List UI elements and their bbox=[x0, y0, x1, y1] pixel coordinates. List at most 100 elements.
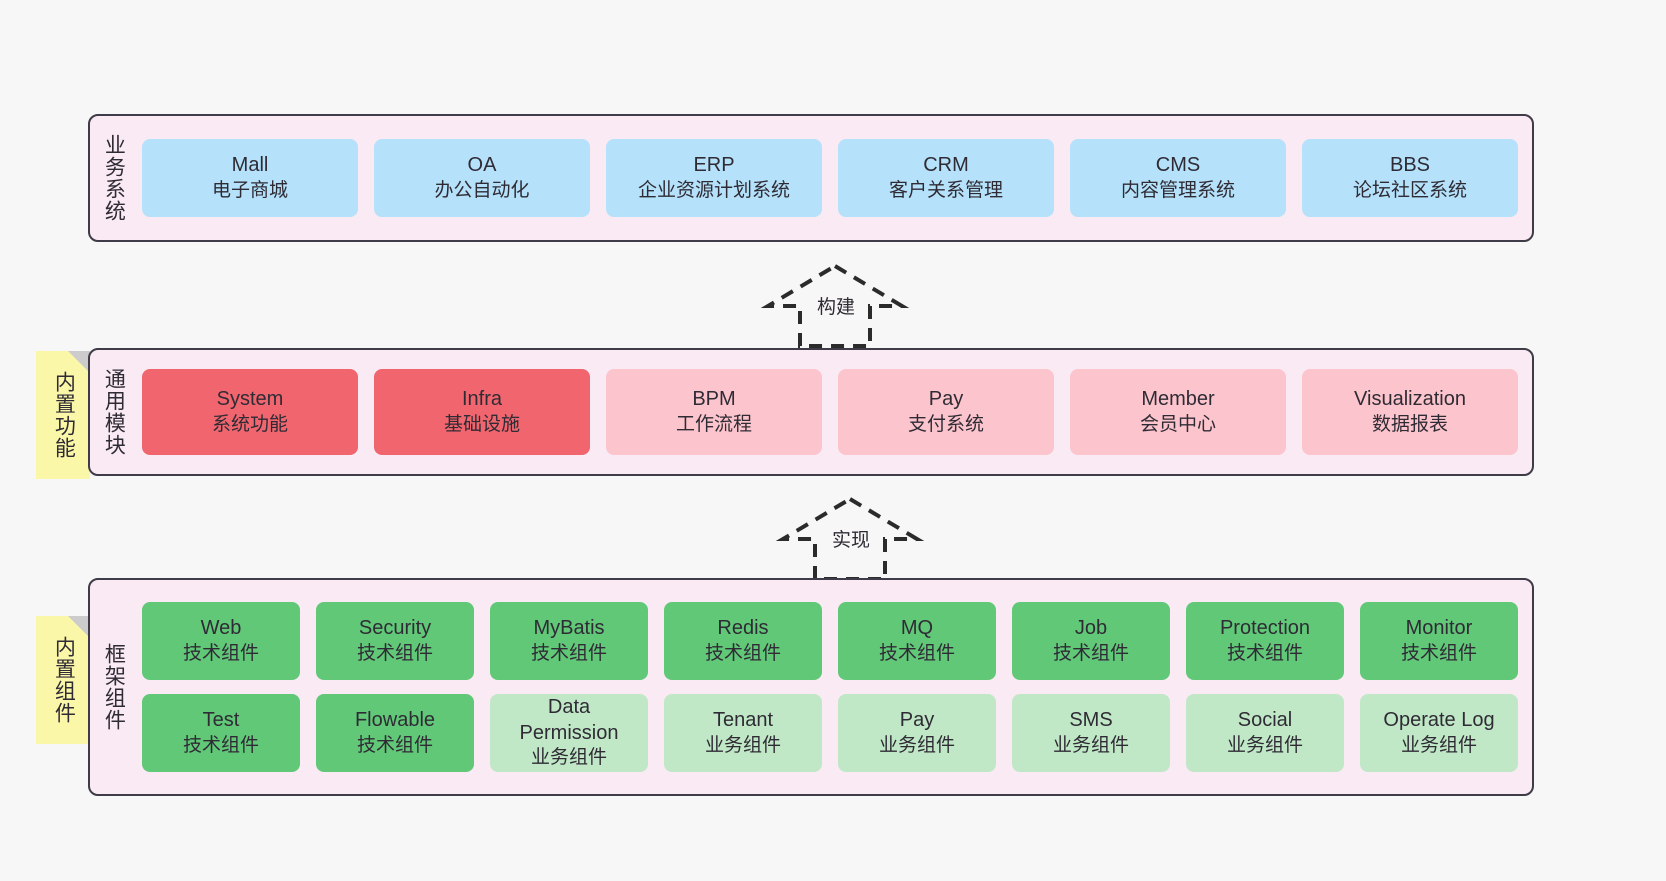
card-title-en: Test bbox=[202, 709, 240, 732]
band-body-business-systems: Mall 电子商城 OA 办公自动化 ERP 企业资源计划系统 CRM 客户关系… bbox=[136, 116, 1532, 240]
note-built-in-features: 内置功能 bbox=[36, 351, 90, 479]
card-title-cn: 业务组件 bbox=[878, 734, 955, 756]
card-title-cn: 技术组件 bbox=[182, 734, 259, 756]
arrow-label-implement: 实现 bbox=[829, 525, 874, 552]
card-infra[interactable]: Infra 基础设施 bbox=[374, 369, 590, 455]
card-job[interactable]: Job 技术组件 bbox=[1012, 602, 1170, 680]
band-business-systems: 业务系统 Mall 电子商城 OA 办公自动化 ERP 企业资源计划系统 CRM… bbox=[88, 114, 1534, 242]
card-title-en: CRM bbox=[923, 154, 969, 177]
card-pay-module[interactable]: Pay 支付系统 bbox=[838, 369, 1054, 455]
card-title-cn: 业务组件 bbox=[530, 747, 607, 769]
card-protection[interactable]: Protection 技术组件 bbox=[1186, 602, 1344, 680]
card-title-en: Tenant bbox=[712, 709, 774, 732]
note-label: 内置组件 bbox=[52, 636, 76, 724]
card-title-cn: 工作流程 bbox=[675, 413, 752, 435]
card-title-en: Operate Log bbox=[1383, 709, 1495, 732]
card-system[interactable]: System 系统功能 bbox=[142, 369, 358, 455]
card-title-en: Pay bbox=[899, 709, 935, 732]
card-title-cn: 基础设施 bbox=[443, 413, 520, 435]
card-title-cn: 办公自动化 bbox=[434, 179, 530, 201]
card-visualization[interactable]: Visualization 数据报表 bbox=[1302, 369, 1518, 455]
arrow-build bbox=[760, 260, 910, 350]
card-title-en: Visualization bbox=[1354, 388, 1466, 411]
card-title-en: Member bbox=[1141, 388, 1215, 411]
card-mybatis[interactable]: MyBatis 技术组件 bbox=[490, 602, 648, 680]
card-pay-component[interactable]: Pay 业务组件 bbox=[838, 694, 996, 772]
card-title-en: SMS bbox=[1069, 709, 1113, 732]
card-title-en: MyBatis bbox=[533, 617, 605, 640]
card-bpm[interactable]: BPM 工作流程 bbox=[606, 369, 822, 455]
card-title-cn: 技术组件 bbox=[356, 642, 433, 664]
card-title-en: BBS bbox=[1389, 154, 1431, 177]
card-title-en: Web bbox=[200, 617, 242, 640]
card-erp[interactable]: ERP 企业资源计划系统 bbox=[606, 139, 822, 217]
card-bbs[interactable]: BBS 论坛社区系统 bbox=[1302, 139, 1518, 217]
note-fold-corner bbox=[68, 616, 90, 638]
card-title-cn: 会员中心 bbox=[1139, 413, 1216, 435]
card-title-en: Pay bbox=[928, 388, 964, 411]
card-title-cn: 业务组件 bbox=[704, 734, 781, 756]
note-built-in-components: 内置组件 bbox=[36, 616, 90, 744]
card-title-en: ERP bbox=[693, 154, 735, 177]
card-mall[interactable]: Mall 电子商城 bbox=[142, 139, 358, 217]
card-title-cn: 论坛社区系统 bbox=[1352, 179, 1467, 201]
card-data-permission[interactable]: Data Permission 业务组件 bbox=[490, 694, 648, 772]
card-title-en: Redis bbox=[717, 617, 769, 640]
card-title-cn: 业务组件 bbox=[1226, 734, 1303, 756]
card-title-cn: 技术组件 bbox=[182, 642, 259, 664]
card-title-cn: 技术组件 bbox=[1226, 642, 1303, 664]
card-redis[interactable]: Redis 技术组件 bbox=[664, 602, 822, 680]
card-title-cn: 技术组件 bbox=[1400, 642, 1477, 664]
card-crm[interactable]: CRM 客户关系管理 bbox=[838, 139, 1054, 217]
card-security[interactable]: Security 技术组件 bbox=[316, 602, 474, 680]
card-title-en: Social bbox=[1237, 709, 1293, 732]
card-cms[interactable]: CMS 内容管理系统 bbox=[1070, 139, 1286, 217]
band-title-common-modules: 通用模块 bbox=[102, 368, 126, 456]
arrow-label-build: 构建 bbox=[814, 292, 859, 319]
card-title-en: Monitor bbox=[1405, 617, 1473, 640]
card-title-cn: 企业资源计划系统 bbox=[637, 179, 790, 201]
card-title-cn: 客户关系管理 bbox=[888, 179, 1003, 201]
card-member[interactable]: Member 会员中心 bbox=[1070, 369, 1286, 455]
note-label: 内置功能 bbox=[52, 371, 76, 459]
card-title-en: MQ bbox=[900, 617, 934, 640]
card-title-cn: 电子商城 bbox=[211, 179, 288, 201]
card-title-cn: 业务组件 bbox=[1052, 734, 1129, 756]
card-title-cn: 技术组件 bbox=[704, 642, 781, 664]
card-title-en: Job bbox=[1074, 617, 1108, 640]
card-test[interactable]: Test 技术组件 bbox=[142, 694, 300, 772]
card-title-cn: 技术组件 bbox=[530, 642, 607, 664]
band-body-framework-components: Web 技术组件 Security 技术组件 MyBatis 技术组件 Redi… bbox=[136, 580, 1532, 794]
card-title-cn: 业务组件 bbox=[1400, 734, 1477, 756]
card-tenant[interactable]: Tenant 业务组件 bbox=[664, 694, 822, 772]
card-title-cn: 技术组件 bbox=[878, 642, 955, 664]
card-monitor[interactable]: Monitor 技术组件 bbox=[1360, 602, 1518, 680]
card-title-en: Data Permission bbox=[519, 696, 619, 744]
card-mq[interactable]: MQ 技术组件 bbox=[838, 602, 996, 680]
common-modules-row: System 系统功能 Infra 基础设施 BPM 工作流程 Pay 支付系统… bbox=[142, 369, 1518, 455]
band-title-business-systems: 业务系统 bbox=[102, 134, 126, 222]
card-title-en: Flowable bbox=[354, 709, 436, 732]
card-title-en: Protection bbox=[1219, 617, 1311, 640]
card-title-en: BPM bbox=[692, 388, 736, 411]
band-framework-components: 框架组件 Web 技术组件 Security 技术组件 MyBatis 技术组件… bbox=[88, 578, 1534, 796]
card-flowable[interactable]: Flowable 技术组件 bbox=[316, 694, 474, 772]
card-title-en: Security bbox=[358, 617, 432, 640]
card-title-en: System bbox=[216, 388, 284, 411]
card-oa[interactable]: OA 办公自动化 bbox=[374, 139, 590, 217]
card-title-en: OA bbox=[467, 154, 497, 177]
card-title-cn: 支付系统 bbox=[907, 413, 984, 435]
business-systems-row: Mall 电子商城 OA 办公自动化 ERP 企业资源计划系统 CRM 客户关系… bbox=[142, 139, 1518, 217]
card-web[interactable]: Web 技术组件 bbox=[142, 602, 300, 680]
framework-row-tech: Web 技术组件 Security 技术组件 MyBatis 技术组件 Redi… bbox=[142, 602, 1518, 680]
card-title-en: Mall bbox=[231, 154, 269, 177]
card-title-cn: 系统功能 bbox=[211, 413, 288, 435]
band-body-common-modules: System 系统功能 Infra 基础设施 BPM 工作流程 Pay 支付系统… bbox=[136, 350, 1532, 474]
card-sms[interactable]: SMS 业务组件 bbox=[1012, 694, 1170, 772]
card-social[interactable]: Social 业务组件 bbox=[1186, 694, 1344, 772]
note-fold-corner bbox=[68, 351, 90, 373]
card-operate-log[interactable]: Operate Log 业务组件 bbox=[1360, 694, 1518, 772]
framework-row-business: Test 技术组件 Flowable 技术组件 Data Permission … bbox=[142, 694, 1518, 772]
band-title-framework-components: 框架组件 bbox=[102, 643, 126, 731]
